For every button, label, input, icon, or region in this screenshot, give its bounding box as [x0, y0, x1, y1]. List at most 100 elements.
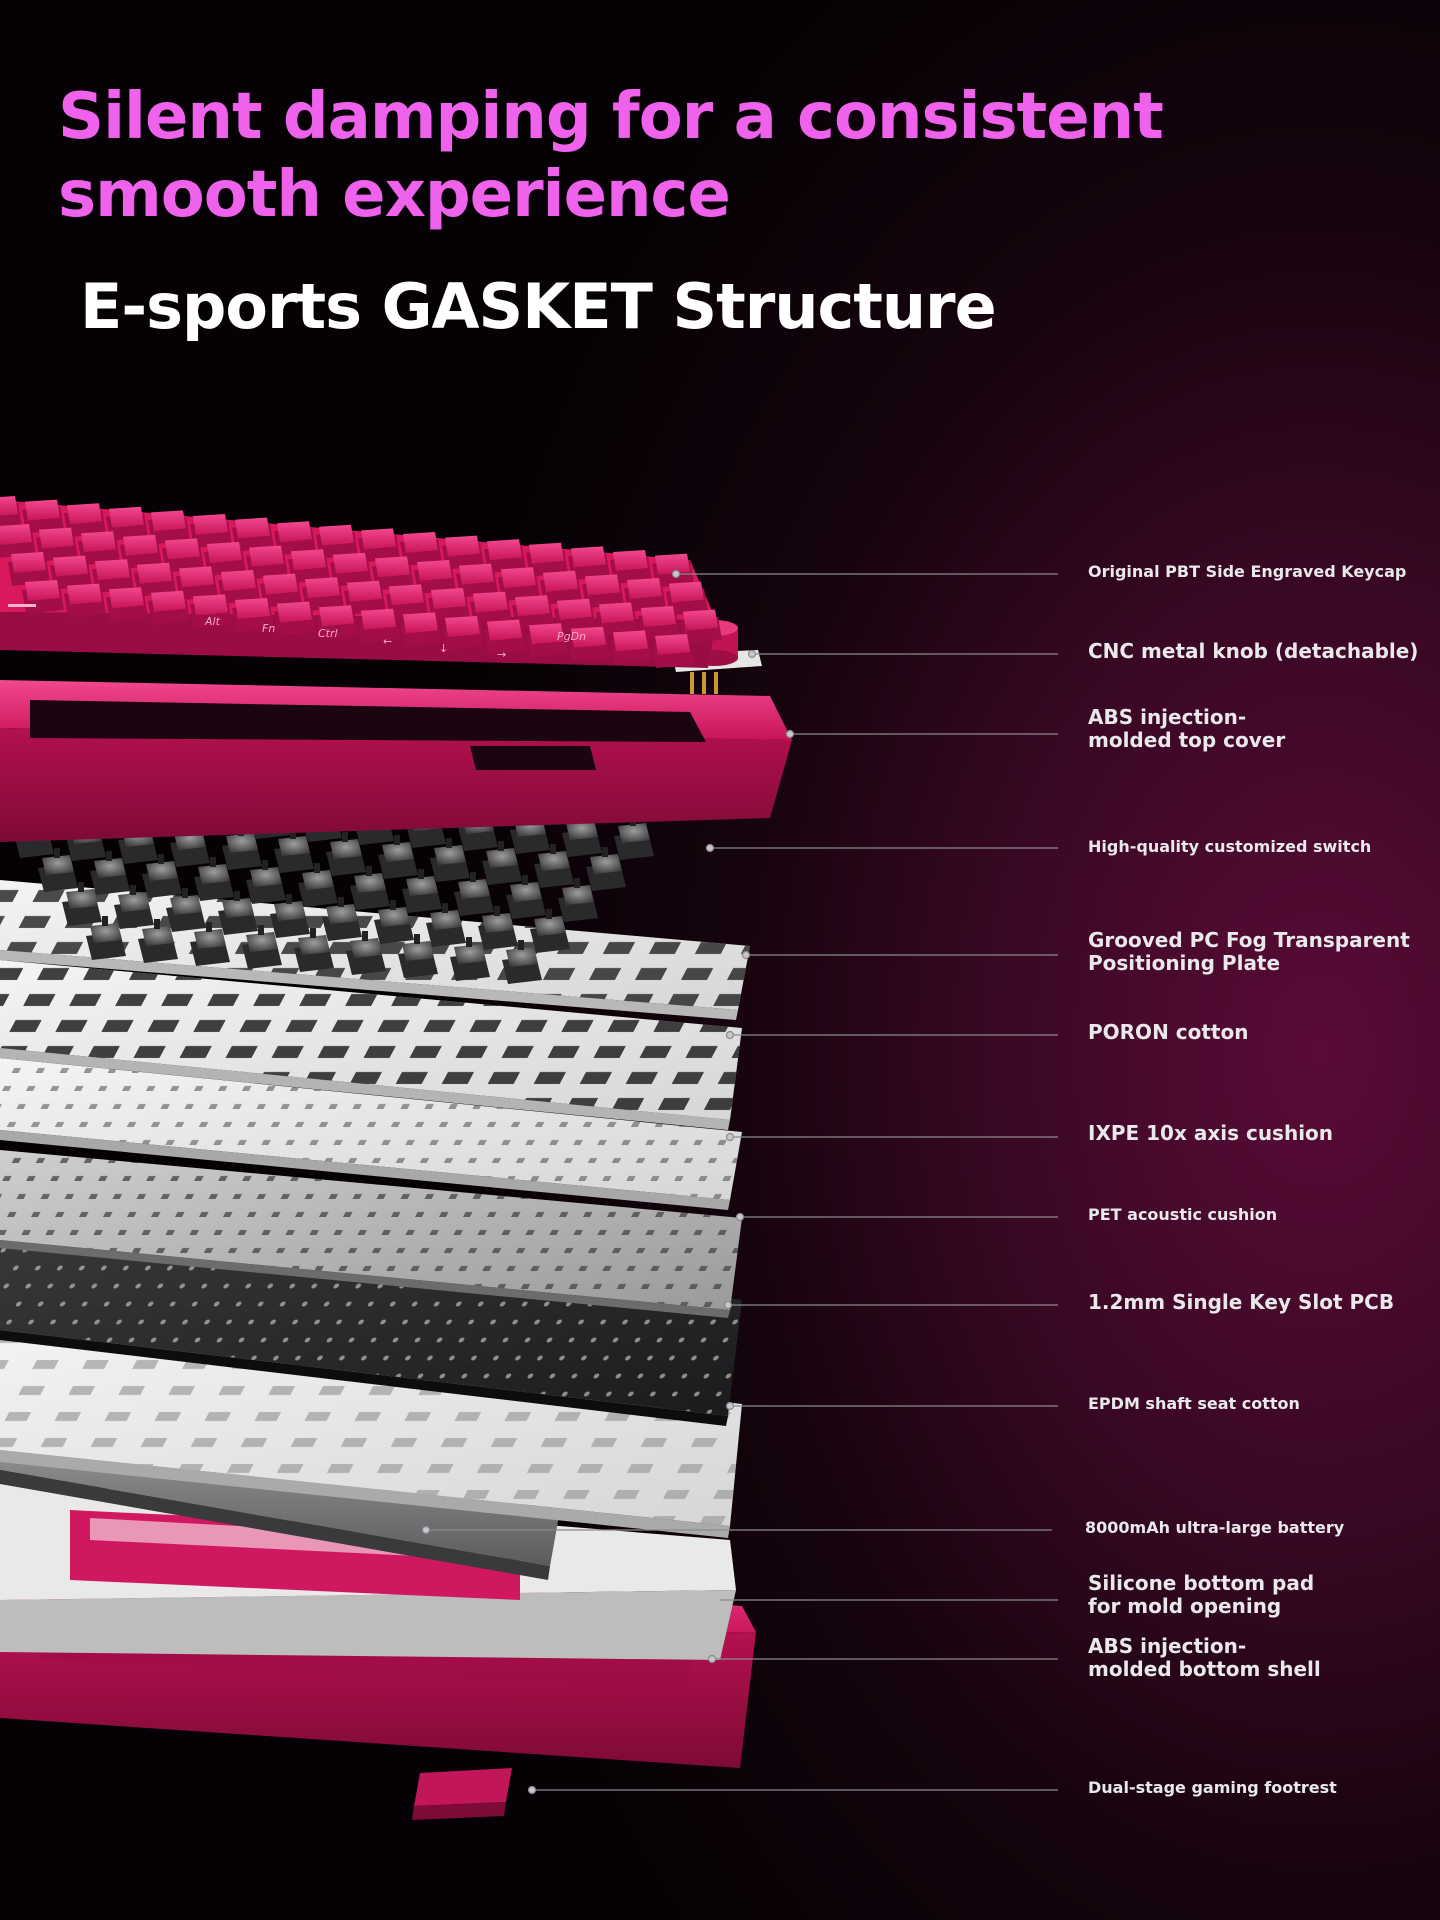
keycap — [176, 566, 218, 601]
switch — [562, 813, 602, 857]
keycap — [64, 503, 106, 538]
label-poron: PORON cotton — [1088, 1021, 1248, 1044]
keycap — [92, 559, 134, 594]
switch — [90, 851, 130, 895]
ixpe-cushion-layer — [0, 1058, 742, 1210]
label-ixpe: IXPE 10x axis cushion — [1088, 1122, 1333, 1145]
keycap — [344, 580, 386, 615]
keycap — [498, 567, 540, 602]
label-silicone-line-1: Silicone bottom pad — [1088, 1571, 1315, 1595]
keycap — [652, 634, 694, 668]
keycap — [610, 630, 652, 665]
switch — [62, 882, 102, 926]
keycap — [680, 609, 722, 644]
switch — [326, 832, 366, 876]
keycap — [428, 588, 470, 622]
keycap — [582, 574, 624, 609]
keycap — [596, 602, 638, 637]
keycap — [0, 496, 22, 529]
switch — [246, 860, 286, 904]
keycap — [526, 623, 568, 658]
switch — [346, 931, 386, 975]
keycap — [78, 531, 120, 566]
switch — [138, 919, 178, 963]
headline-line-2: smooth experience — [58, 158, 731, 232]
switch — [274, 829, 314, 873]
switch — [586, 847, 626, 891]
keycap-legend: Fn — [262, 622, 275, 635]
switch — [322, 897, 362, 941]
keycap — [302, 577, 344, 612]
label-ixpe-text: IXPE 10x axis cushion — [1088, 1121, 1334, 1145]
keycap — [400, 532, 442, 566]
label-top-cover: ABS injection- molded top cover — [1088, 706, 1285, 752]
keycap — [666, 581, 708, 616]
keycap — [120, 534, 162, 569]
keycap — [512, 595, 554, 630]
switch — [502, 940, 542, 984]
switch — [454, 872, 494, 916]
label-top-cover-line-1: ABS injection- — [1088, 705, 1247, 729]
keycap — [0, 524, 36, 558]
switch — [142, 854, 182, 898]
keycap — [316, 605, 358, 640]
label-pet: PET acoustic cushion — [1088, 1205, 1277, 1224]
label-top-cover-line-2: molded top cover — [1088, 728, 1286, 752]
keycap-legend: ↓ — [439, 642, 448, 655]
keycap — [526, 542, 568, 577]
label-footrest-text: Dual-stage gaming footrest — [1088, 1778, 1337, 1797]
label-pcb-text: 1.2mm Single Key Slot PCB — [1088, 1290, 1395, 1314]
keycap — [246, 545, 288, 580]
keycap — [190, 514, 232, 548]
subheading: E-sports GASKET Structure — [80, 270, 997, 343]
keycap — [568, 626, 610, 661]
keycap — [8, 552, 50, 586]
keycap — [386, 584, 428, 619]
switch — [558, 878, 598, 922]
keycap — [414, 560, 456, 594]
label-footrest: Dual-stage gaming footrest — [1088, 1778, 1337, 1797]
top-cover-layer — [0, 680, 792, 842]
switch — [242, 925, 282, 969]
keycap — [358, 608, 400, 643]
keycap — [274, 521, 316, 556]
keycap-legend: Ctrl — [318, 627, 338, 640]
keycap-legend: PgDn — [557, 630, 586, 643]
label-silicone-line-2: for mold opening — [1088, 1594, 1282, 1618]
label-keycap-text: Original PBT Side Engraved Keycap — [1088, 562, 1407, 581]
switch — [482, 841, 522, 885]
keycap — [358, 528, 400, 563]
label-knob-text: CNC metal knob (detachable) — [1088, 639, 1419, 663]
keycap — [274, 601, 316, 636]
keycap — [372, 556, 414, 591]
switch — [294, 928, 334, 972]
switch — [506, 875, 546, 919]
switch — [350, 866, 390, 910]
keycap — [50, 555, 92, 590]
switch — [478, 906, 518, 950]
label-battery-text: 8000mAh ultra-large battery — [1085, 1518, 1345, 1537]
keycap — [316, 524, 358, 559]
keycap — [442, 616, 484, 650]
keycap — [260, 573, 302, 608]
keycap — [456, 563, 498, 598]
switch — [378, 835, 418, 879]
keycap — [624, 578, 666, 612]
keycap — [22, 499, 64, 534]
keycap — [148, 590, 190, 625]
switch — [190, 922, 230, 966]
switch — [402, 869, 442, 913]
keycap — [22, 580, 64, 614]
keycap — [134, 562, 176, 597]
switch — [166, 888, 206, 932]
headline-line-1: Silent damping for a consistent — [58, 80, 1164, 154]
label-epdm: EPDM shaft seat cotton — [1088, 1394, 1300, 1413]
keycap — [162, 538, 204, 573]
label-plate-line-1: Grooved PC Fog Transparent — [1088, 928, 1410, 952]
pet-cushion-layer — [0, 1150, 742, 1318]
label-bottom-shell: ABS injection- molded bottom shell — [1088, 1635, 1321, 1681]
keycap — [540, 570, 582, 605]
keycap-legend: → — [497, 648, 506, 661]
keycap — [470, 591, 512, 626]
keycap — [554, 598, 596, 633]
